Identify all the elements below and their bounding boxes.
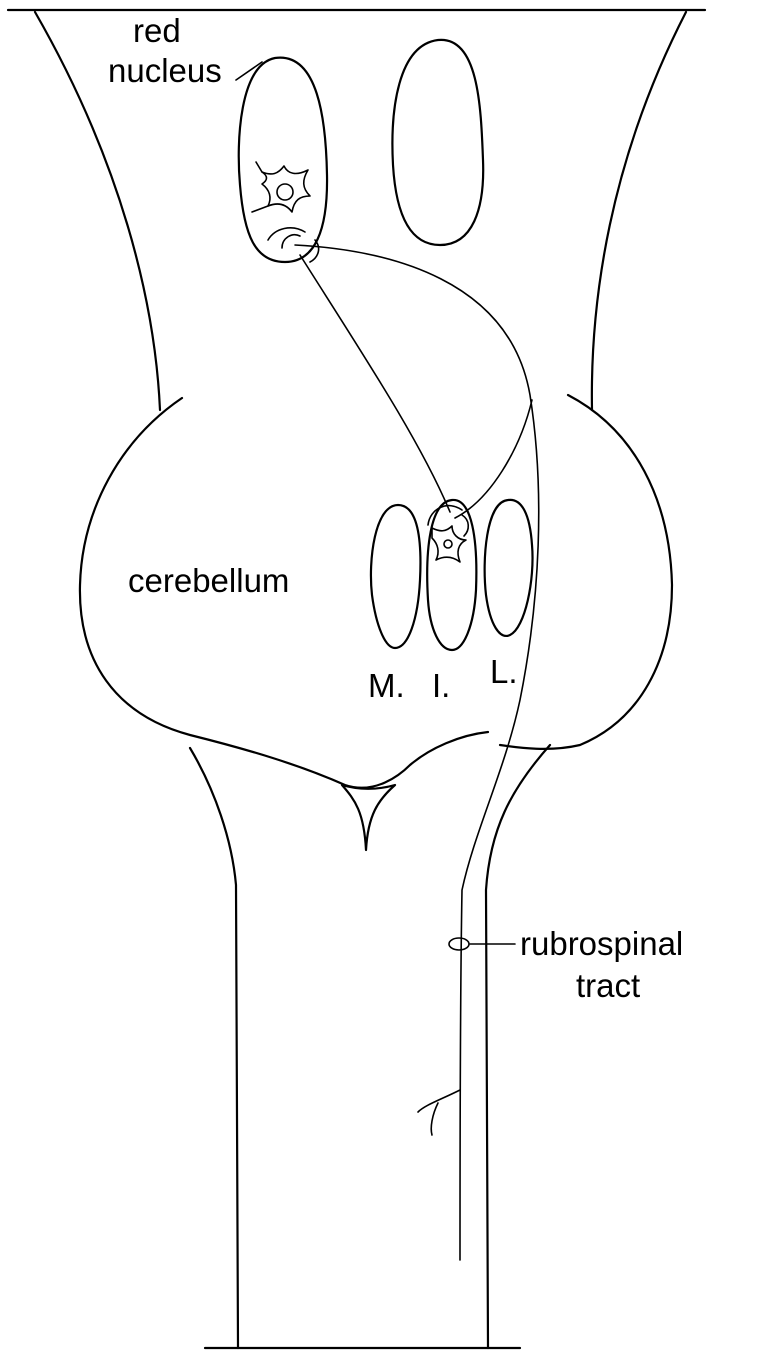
label-red-nucleus-line2: nucleus	[108, 52, 222, 89]
spinal-terminal-branch	[418, 1090, 460, 1112]
label-red-nucleus-line1: red	[133, 12, 181, 49]
label-nucleus-interposed: I.	[432, 667, 450, 704]
spinal-terminal-branch	[431, 1103, 438, 1135]
red-neuron-dendrite	[252, 206, 268, 212]
cord-right-wall	[486, 745, 550, 1348]
label-nucleus-lateral: L.	[490, 653, 518, 690]
interposed-synapse-arc	[462, 515, 468, 536]
label-nucleus-medial: M.	[368, 667, 405, 704]
rubrospinal-axon	[295, 245, 539, 1260]
axon-collateral-to-interposed	[455, 400, 532, 518]
red-neuron-dendrite	[256, 162, 262, 172]
cerebellum-outline-right	[500, 395, 672, 749]
fourth-ventricle-shape	[342, 785, 395, 850]
deep-nucleus-medial	[371, 505, 421, 648]
label-tract-line1: rubrospinal	[520, 925, 683, 962]
red-nucleus-neuron-soma	[262, 166, 310, 212]
cerebellar-efferent-fiber	[300, 255, 450, 512]
deep-nucleus-interposed	[427, 500, 476, 650]
interposed-neuron-nucleus	[444, 540, 452, 548]
red-nucleus-synapse-arc	[282, 235, 300, 248]
cord-left-wall	[190, 748, 238, 1348]
deep-nucleus-lateral	[485, 500, 533, 636]
red-nucleus-left	[239, 58, 327, 262]
label-tract-line2: tract	[576, 967, 640, 1004]
midbrain-right-wall	[592, 12, 686, 410]
label-cerebellum: cerebellum	[128, 562, 289, 599]
tract-section-marker	[449, 938, 469, 950]
red-nucleus-leader-line	[236, 62, 262, 80]
interposed-neuron-soma	[432, 526, 466, 562]
red-neuron-nucleus	[277, 184, 293, 200]
red-nucleus-right	[392, 40, 483, 245]
